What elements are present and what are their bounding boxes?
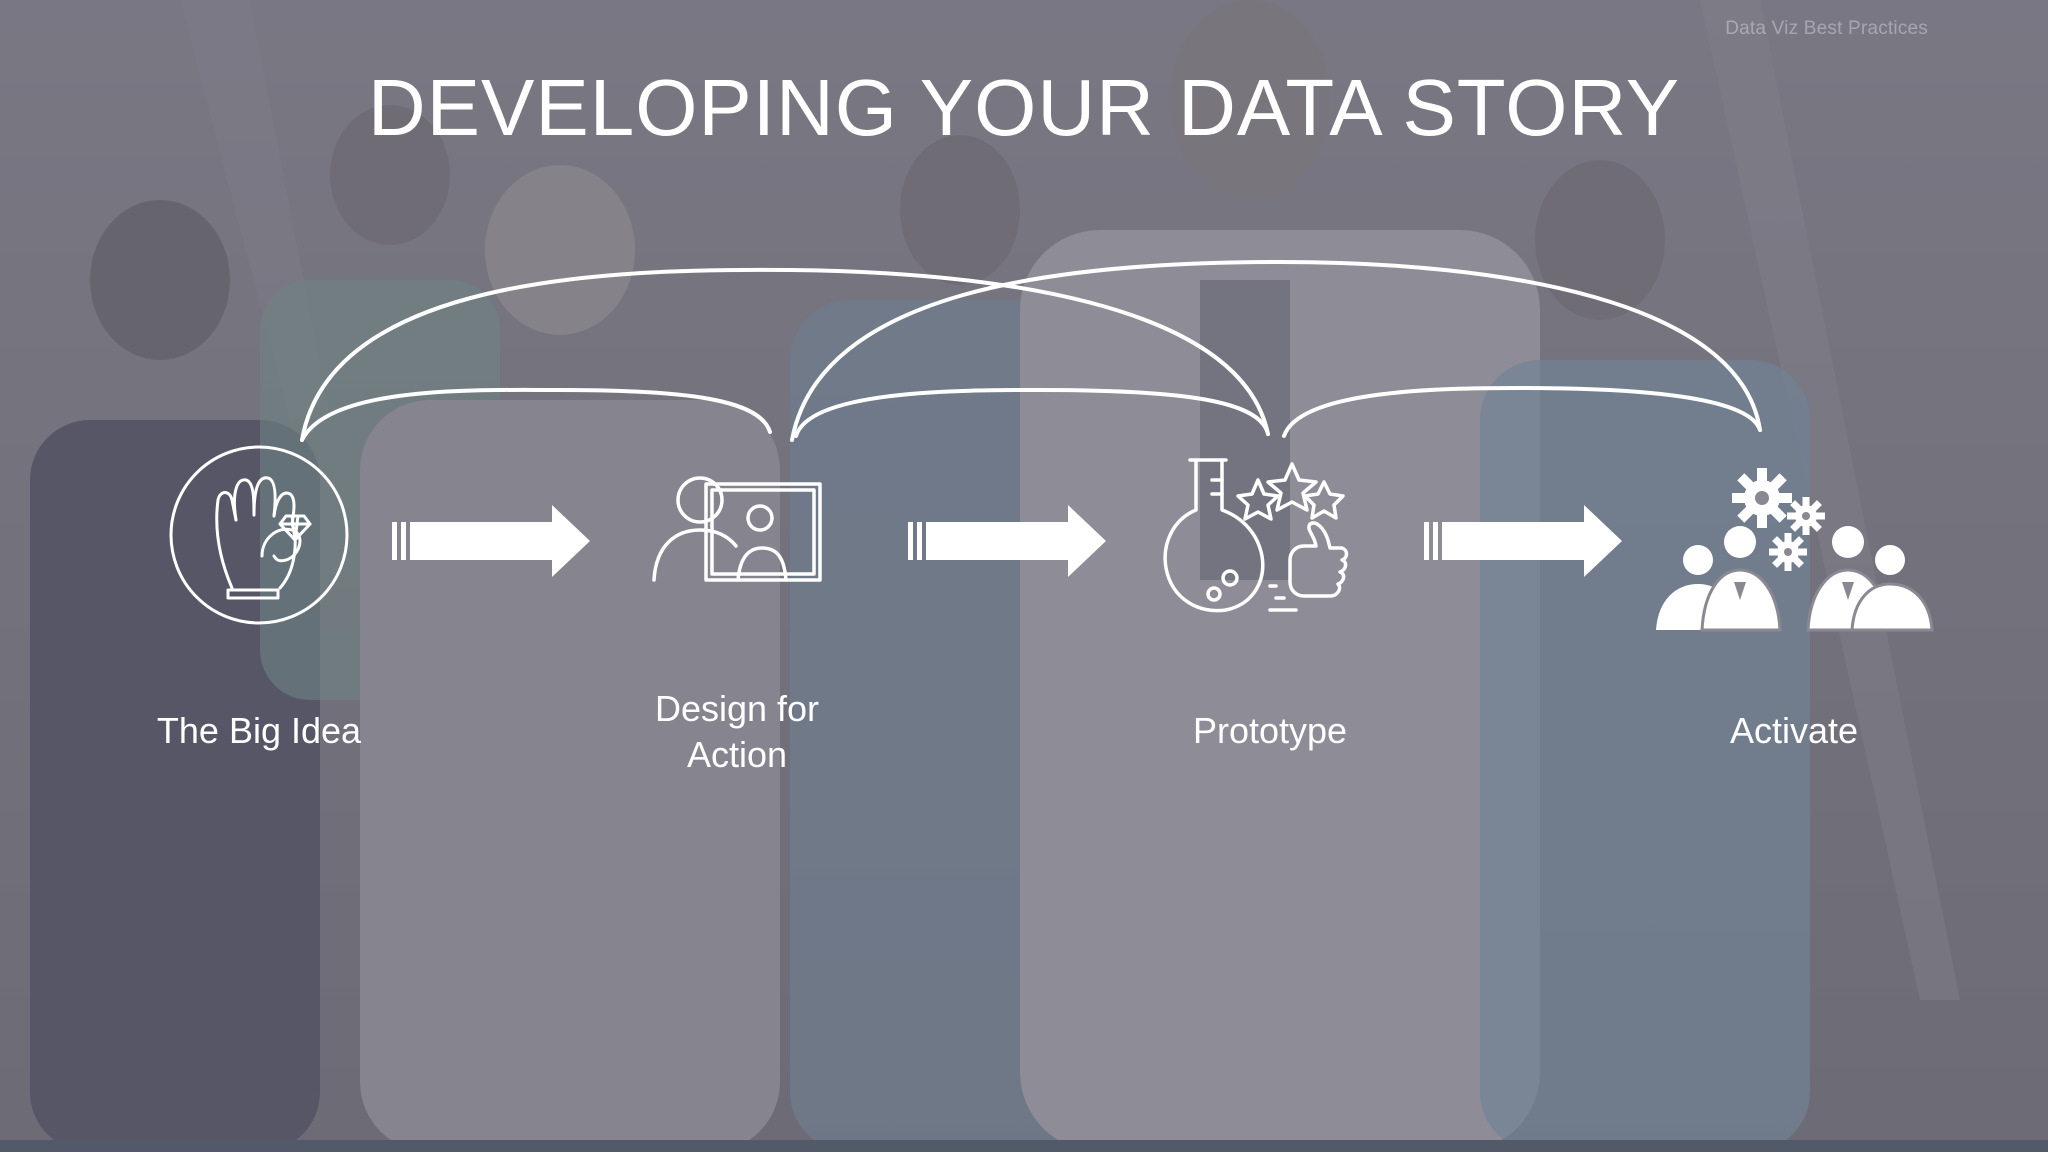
connector-arc-1-to-3 — [300, 267, 1270, 442]
flask-stars-thumbs-up-icon — [1163, 458, 1349, 613]
step-label-activate: Activate — [1729, 710, 1859, 751]
step-label-big-idea: The Big Idea — [156, 710, 362, 751]
step-label-design-for-action: Design for Action — [654, 688, 820, 775]
connector-arc-2-to-3 — [794, 387, 1270, 438]
arrow-1 — [392, 505, 590, 577]
team-gears-icon — [1656, 468, 1934, 632]
slide-title: DEVELOPING YOUR DATA STORY — [367, 63, 1681, 152]
arrow-3 — [1424, 505, 1622, 577]
hand-holding-gem-icon — [169, 445, 349, 625]
connector-arc-1-to-2 — [300, 387, 772, 442]
connector-arc-2-to-4 — [790, 259, 1762, 442]
watermark: Data Viz Best Practices — [1725, 18, 1928, 39]
arrow-2 — [908, 505, 1106, 577]
step-label-prototype: Prototype — [1192, 710, 1348, 751]
connector-arc-3-to-4 — [1282, 385, 1762, 438]
presenter-screen-icon — [652, 476, 822, 582]
